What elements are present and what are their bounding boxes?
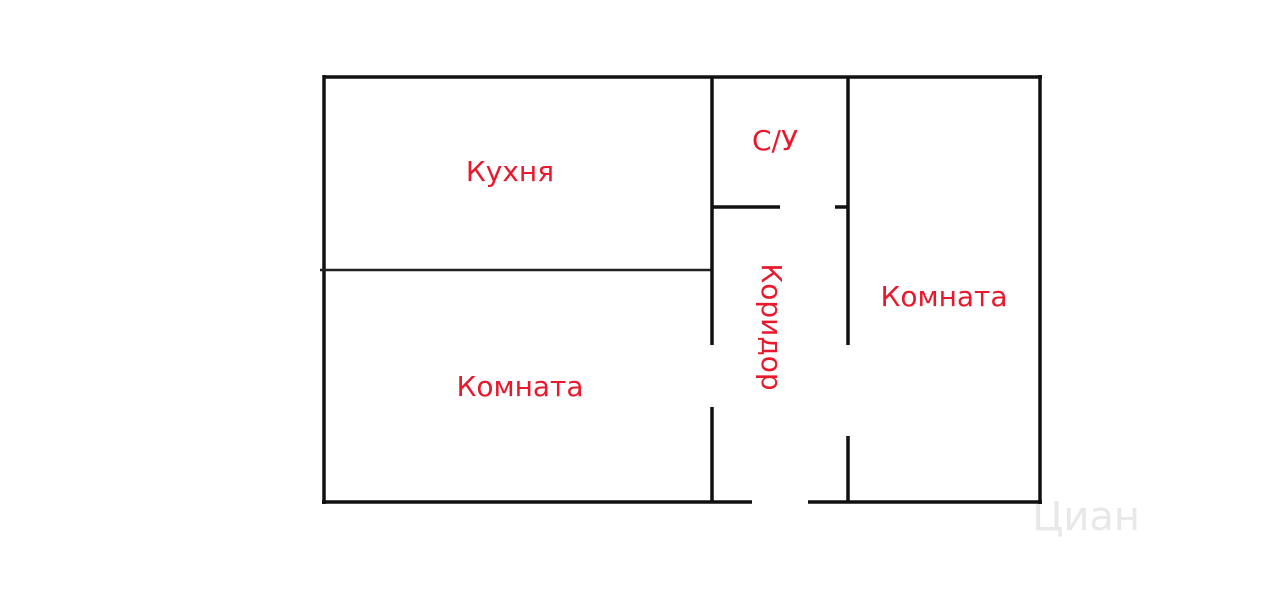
room-label-room-left: Комната <box>456 370 583 403</box>
watermark-text: Циан <box>1032 494 1140 540</box>
room-label-kitchen: Кухня <box>466 155 554 188</box>
room-label-room-right: Комната <box>880 280 1007 313</box>
room-label-bathroom: С/У <box>752 124 798 157</box>
outer-walls <box>322 75 1042 504</box>
room-label-corridor: Коридор <box>755 263 788 390</box>
interior-walls <box>320 77 850 502</box>
